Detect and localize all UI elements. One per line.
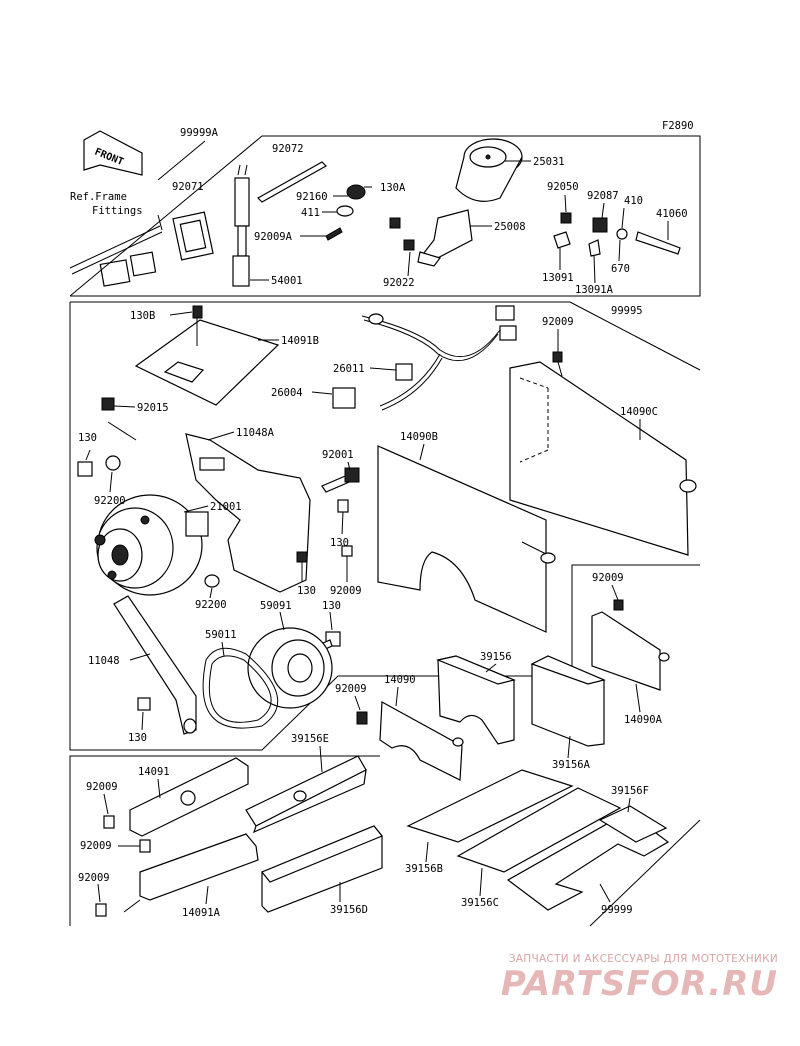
section-meter-group: 99999A 92072 92071 92160 130A 411 92009A… bbox=[69, 127, 701, 297]
mat-39156B-icon bbox=[406, 769, 574, 843]
part-130-a: 130 bbox=[78, 432, 97, 444]
mat-39156C-icon bbox=[456, 787, 622, 873]
cover-14090C-icon bbox=[509, 361, 689, 556]
part-14091A: 14091A bbox=[182, 907, 221, 919]
watermark-brand: PARTSFOR.RU bbox=[500, 964, 778, 1004]
wire-harness-icon bbox=[361, 305, 517, 411]
part-130B: 130B bbox=[130, 310, 155, 322]
relay-26004-icon bbox=[332, 387, 356, 409]
part-39156C: 39156C bbox=[461, 897, 499, 909]
part-14091B: 14091B bbox=[281, 335, 319, 347]
part-410: 410 bbox=[624, 195, 643, 207]
part-670: 670 bbox=[611, 263, 630, 275]
watermark-tagline: ЗАПЧАСТИ И АКСЕССУАРЫ ДЛЯ МОТОТЕХНИКИ bbox=[508, 953, 778, 965]
mat-39156F-icon bbox=[598, 805, 668, 843]
part-39156B: 39156B bbox=[405, 863, 443, 875]
part-39156D: 39156D bbox=[330, 904, 368, 916]
part-39156: 39156 bbox=[480, 651, 512, 663]
part-99995: 99995 bbox=[611, 305, 643, 317]
part-92087: 92087 bbox=[587, 190, 619, 202]
alternator-icon bbox=[94, 494, 209, 596]
part-130-b: 130 bbox=[330, 537, 349, 549]
part-92160: 92160 bbox=[296, 191, 328, 203]
part-13091A: 13091A bbox=[575, 284, 614, 296]
part-92015: 92015 bbox=[137, 402, 169, 414]
panel-14090B-icon bbox=[377, 445, 547, 633]
plate-14091A-icon bbox=[139, 833, 259, 901]
plate-14091B-icon bbox=[134, 319, 280, 406]
part-92071: 92071 bbox=[172, 181, 204, 193]
front-arrow-icon: FRONT bbox=[83, 130, 143, 176]
part-26011: 26011 bbox=[333, 363, 365, 375]
part-92009-c: 92009 bbox=[335, 683, 367, 695]
part-130A: 130A bbox=[380, 182, 406, 194]
part-14090A: 14090A bbox=[624, 714, 663, 726]
part-13091: 13091 bbox=[542, 272, 574, 284]
part-26004: 26004 bbox=[271, 387, 303, 399]
bracket-14090-icon bbox=[379, 701, 463, 781]
part-92009-b: 92009 bbox=[542, 316, 574, 328]
part-59011: 59011 bbox=[205, 629, 237, 641]
hour-meter-icon bbox=[455, 138, 523, 202]
part-130-d: 130 bbox=[322, 600, 341, 612]
part-11048A: 11048A bbox=[236, 427, 275, 439]
meter-cable-icon bbox=[232, 164, 250, 287]
part-14090B: 14090B bbox=[400, 431, 438, 443]
adjuster-11048-icon bbox=[113, 595, 197, 735]
part-14090C: 14090C bbox=[620, 406, 658, 418]
part-99999: 99999 bbox=[601, 904, 633, 916]
section-alternator-group: 130B 14091B 92015 26011 26004 11048A 130… bbox=[69, 301, 701, 781]
part-39156E: 39156E bbox=[291, 733, 329, 745]
part-92009A: 92009A bbox=[254, 231, 293, 243]
part-92200-b: 92200 bbox=[195, 599, 227, 611]
part-92009-f: 92009 bbox=[80, 840, 112, 852]
frame-fitting-icon bbox=[69, 214, 163, 287]
part-411: 411 bbox=[301, 207, 320, 219]
strap-icon bbox=[257, 161, 327, 203]
section-panel-group: 39156E 14091 92009 92009 92009 14091A 39… bbox=[69, 733, 701, 927]
meter-bracket-icon bbox=[417, 209, 473, 267]
belt-59011-icon bbox=[202, 647, 279, 729]
part-39156A: 39156A bbox=[552, 759, 591, 771]
part-130-c: 130 bbox=[297, 585, 316, 597]
part-92009-g: 92009 bbox=[78, 872, 110, 884]
part-14090: 14090 bbox=[384, 674, 416, 686]
part-11048: 11048 bbox=[88, 655, 120, 667]
bracket-11048A-icon bbox=[185, 433, 311, 593]
part-21001: 21001 bbox=[210, 501, 242, 513]
part-41060: 41060 bbox=[656, 208, 688, 220]
part-92022: 92022 bbox=[383, 277, 415, 289]
pulley-59091-icon bbox=[247, 627, 333, 709]
part-92001: 92001 bbox=[322, 449, 354, 461]
switch-parts-icon bbox=[553, 212, 681, 257]
part-92009-e: 92009 bbox=[86, 781, 118, 793]
part-54001: 54001 bbox=[271, 275, 303, 287]
part-59091: 59091 bbox=[260, 600, 292, 612]
ref-note-line1: Ref.Frame bbox=[70, 191, 127, 203]
part-14091: 14091 bbox=[138, 766, 170, 778]
part-92200-a: 92200 bbox=[94, 495, 126, 507]
part-92009-d: 92009 bbox=[592, 572, 624, 584]
part-92009-a: 92009 bbox=[330, 585, 362, 597]
part-92072: 92072 bbox=[272, 143, 304, 155]
plate-14090A-icon bbox=[591, 611, 661, 691]
boot-cover-icon bbox=[172, 211, 214, 261]
bolt-set-icon bbox=[77, 397, 360, 655]
part-25031: 25031 bbox=[533, 156, 565, 168]
part-92050: 92050 bbox=[547, 181, 579, 193]
ref-note-line2: Fittings bbox=[92, 205, 143, 217]
part-39156F: 39156F bbox=[611, 785, 649, 797]
part-130-e: 130 bbox=[128, 732, 147, 744]
part-25008: 25008 bbox=[494, 221, 526, 233]
part-99999A: 99999A bbox=[180, 127, 219, 139]
grommet-icon bbox=[325, 184, 415, 251]
figure-code: F2890 bbox=[662, 120, 694, 132]
